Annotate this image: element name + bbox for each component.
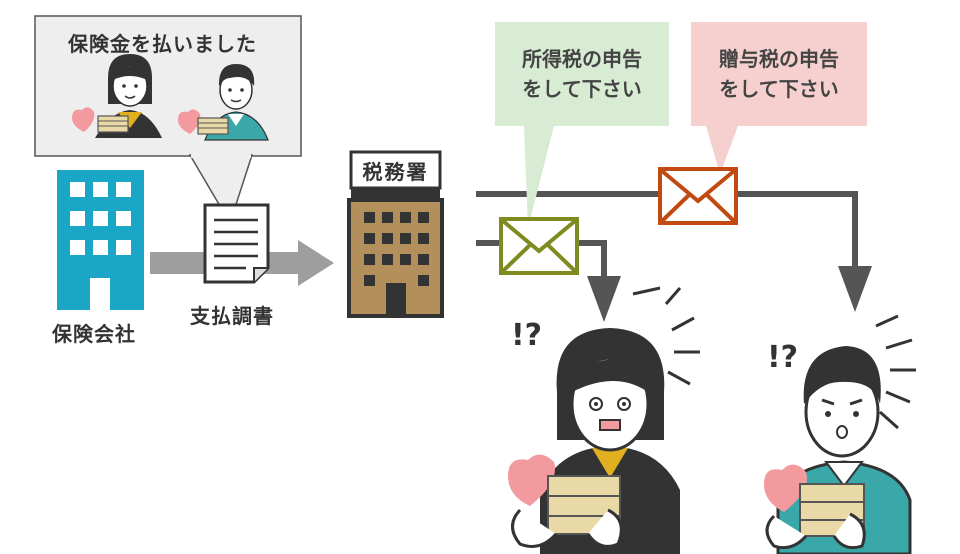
top-speech-bubble [34, 15, 302, 225]
tax-office-sign: 税務署 [362, 160, 429, 184]
paid-caption: 保険金を払いました [68, 32, 257, 56]
gift-tax-bubble: 贈与税の申告 をして下さい [691, 22, 867, 126]
small-man-figure [178, 64, 269, 141]
green-envelope-icon [499, 217, 579, 275]
shock-lines-man [875, 314, 916, 430]
orange-envelope-icon [658, 167, 738, 225]
large-woman-figure [508, 328, 680, 554]
woman-surprise-mark: !? [511, 318, 543, 353]
arrow-to-woman [587, 276, 621, 322]
income-tax-line1: 所得税の申告 [522, 47, 642, 71]
man-surprise-mark: !? [767, 340, 799, 375]
arrow-to-man [838, 266, 872, 312]
insurance-company-label: 保険会社 [52, 322, 136, 346]
tax-office-building-icon [347, 150, 444, 318]
insurance-company-building-icon [57, 170, 144, 310]
shock-lines-woman [632, 286, 700, 386]
income-tax-bubble-tail [524, 126, 554, 228]
gift-tax-line2: をして下さい [719, 77, 839, 101]
income-tax-bubble: 所得税の申告 をして下さい [495, 22, 669, 126]
gift-tax-bubble-tail [706, 126, 738, 174]
income-tax-line2: をして下さい [522, 77, 642, 101]
large-man-figure [764, 346, 912, 554]
document-label: 支払調書 [190, 304, 274, 328]
gift-tax-line1: 贈与税の申告 [719, 47, 839, 71]
small-woman-figure [72, 54, 162, 138]
document-icon [203, 203, 270, 284]
